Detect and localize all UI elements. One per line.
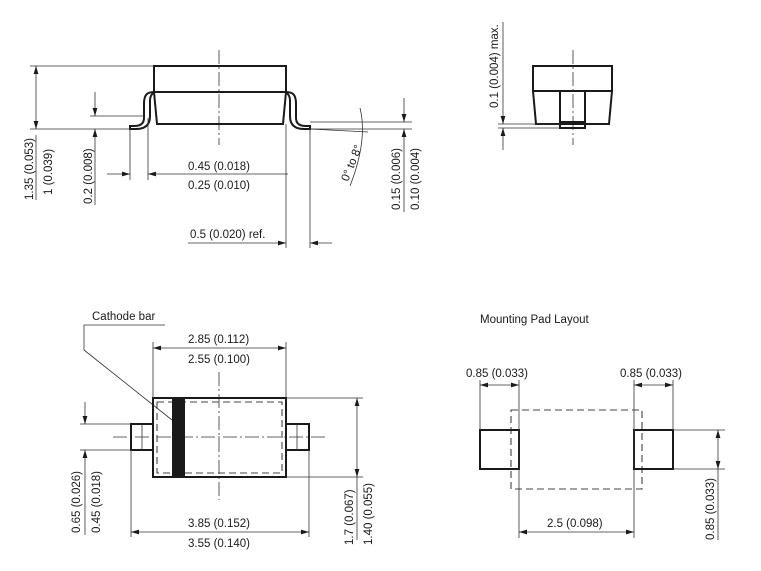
cathode-bar-callout: Cathode bar — [92, 311, 155, 323]
end-view: 0.1 (0.004) max. — [489, 22, 614, 150]
lead-length-max-label: 0.45 (0.018) — [188, 161, 250, 173]
side-body-bottom — [152, 91, 288, 125]
right-pad-width-label: 0.85 (0.033) — [620, 368, 682, 380]
left-lead — [129, 91, 155, 130]
mounting-pad-layout: Mounting Pad Layout 0.85 (0.033) 0.85 (0… — [466, 314, 725, 540]
height-max-label: 1.35 (0.053) — [24, 138, 36, 200]
left-pad — [479, 429, 520, 470]
top-view: Cathode bar 2.85 (0.112) 2.55 (0.100) 3.… — [71, 311, 375, 550]
pad-gap-label: 2.5 (0.098) — [547, 518, 603, 530]
side-body-top — [153, 65, 287, 93]
lead-ref-label: 0.5 (0.020) ref. — [190, 229, 265, 241]
body-width-max-label: 1.7 (0.067) — [344, 489, 356, 545]
cathode-leader-line — [83, 325, 173, 421]
lead-thickness-max-label: 0.15 (0.006) — [391, 148, 403, 210]
body-width-min-label: 1.40 (0.055) — [363, 483, 375, 545]
lead-width-min-label: 0.45 (0.018) — [91, 471, 103, 533]
pad-layout-title: Mounting Pad Layout — [480, 314, 589, 326]
lead-thickness-min-label: 0.10 (0.004) — [410, 148, 422, 210]
total-length-max-label: 3.85 (0.152) — [188, 518, 250, 530]
body-length-min-label: 2.55 (0.100) — [188, 354, 250, 366]
side-view: 1.35 (0.053) 1 (0.039) 0.2 (0.008) 0.45 … — [24, 50, 422, 248]
total-length-min-label: 3.55 (0.140) — [188, 538, 250, 550]
left-pad-width-label: 0.85 (0.033) — [466, 368, 528, 380]
right-lead — [285, 91, 311, 130]
right-lead-top — [285, 423, 310, 451]
protrusion-label: 0.1 (0.004) max. — [489, 24, 501, 108]
body-length-max-label: 2.85 (0.112) — [188, 334, 249, 346]
lead-width-max-label: 0.65 (0.026) — [71, 471, 83, 533]
height-min-label: 1 (0.039) — [43, 149, 55, 195]
lead-length-min-label: 0.25 (0.010) — [188, 180, 250, 192]
cathode-bar — [172, 398, 185, 477]
standoff-label: 0.2 (0.008) — [83, 148, 95, 204]
angle-label: 0° to 8° — [340, 143, 365, 183]
right-pad — [633, 429, 674, 470]
body-footprint-outline — [510, 409, 643, 490]
pad-height-label: 0.85 (0.033) — [705, 478, 717, 540]
